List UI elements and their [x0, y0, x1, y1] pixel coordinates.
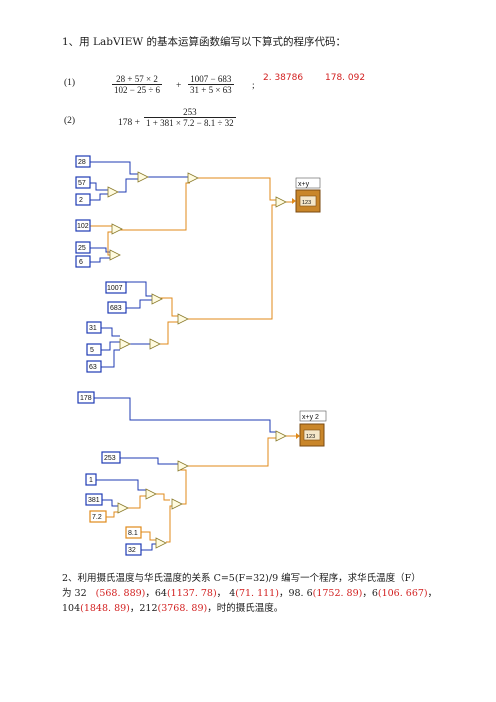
result-1: (568. 889): [95, 588, 146, 599]
add-node: [145, 488, 157, 500]
constant-253: 253: [104, 455, 116, 462]
question-2-line-2: 为 32 (568. 889)，64(1137. 78)， 4(71. 111)…: [62, 588, 438, 599]
indicator-label: x+y 2: [302, 414, 319, 421]
constant-1007: 1007: [107, 285, 123, 292]
constant-683: 683: [110, 305, 122, 312]
constant-31: 31: [89, 325, 97, 332]
answer-1: 2. 38786: [263, 73, 304, 83]
add-node: [275, 430, 287, 442]
fraction-1: 28 + 57 × 2 102 − 25 ÷ 6: [112, 74, 163, 95]
constant-381: 381: [88, 497, 100, 504]
add-node: [149, 338, 161, 350]
formula-2-lead: 178 +: [118, 118, 140, 128]
divide-node: [155, 537, 167, 549]
answer-2: 178. 092: [325, 73, 366, 83]
subtract-node: [171, 498, 183, 510]
multiply-node: [119, 338, 131, 350]
subtract-node: [111, 223, 123, 235]
semicolon: ;: [252, 81, 255, 91]
constant-6: 6: [79, 259, 83, 266]
subtract-node: [151, 293, 163, 305]
divide-node: [109, 249, 121, 261]
constant-5: 5: [90, 347, 94, 354]
constant-178: 178: [80, 395, 92, 402]
indicator-x-plus-y[interactable]: x+y 123: [292, 177, 321, 213]
fraction-3-numerator: 253: [183, 107, 197, 117]
constant-102: 102: [77, 223, 89, 230]
fraction-2: 1007 − 683 31 + 5 × 63: [188, 74, 234, 95]
question-1-title: 1、用 LabVIEW 的基本运算函数编写以下算式的程序代码：: [62, 36, 346, 48]
indicator-value: 123: [306, 434, 315, 440]
fraction-1-numerator: 28 + 57 × 2: [116, 74, 158, 84]
indicator-x-plus-y-2[interactable]: x+y 2 123: [296, 410, 327, 447]
constant-7-2: 7.2: [92, 514, 102, 521]
fraction-3: 253 1 + 381 × 7.2 − 8.1 ÷ 32: [144, 107, 236, 128]
plus-sign: +: [176, 81, 182, 91]
constant-28: 28: [78, 159, 86, 166]
add-node: [137, 171, 149, 183]
indicator-label: x+y: [298, 181, 310, 188]
add-node: [275, 196, 287, 208]
result-2: (1137. 78): [166, 588, 217, 599]
result-5: (106. 667): [377, 588, 428, 599]
divide-node: [177, 313, 189, 325]
constant-1: 1: [89, 477, 93, 484]
result-3: (71. 111): [235, 588, 279, 599]
question-2-line-1: 2、利用摄氏温度与华氏温度的关系 C=5(F=32)/9 编写一个程序，求华氏温…: [62, 573, 421, 584]
constant-57: 57: [78, 180, 86, 187]
question-2-line-3: 104(1848. 89)，212(3768. 89)，时的摄氏温度。: [62, 603, 284, 614]
indicator-value: 123: [302, 200, 311, 206]
fraction-2-denominator: 31 + 5 × 63: [190, 85, 232, 95]
constant-8-1: 8.1: [128, 530, 138, 537]
constant-25: 25: [78, 245, 86, 252]
constants-diagram-2: 178 253 1 381 7.2 8.1 32: [77, 391, 142, 556]
question-2: 2、利用摄氏温度与华氏温度的关系 C=5(F=32)/9 编写一个程序，求华氏温…: [62, 571, 462, 616]
multiply-node: [117, 502, 129, 514]
constant-32: 32: [128, 547, 136, 554]
fraction-2-numerator: 1007 − 683: [190, 74, 232, 84]
result-6: (1848. 89): [80, 603, 130, 614]
constant-63: 63: [89, 364, 97, 371]
divide-node: [187, 172, 199, 184]
formula-1-label: (1): [64, 78, 76, 88]
constants-diagram-1: 28 57 2 102 25 6 1007 683 31 5 63: [75, 155, 127, 373]
result-4: (1752. 89): [312, 588, 363, 599]
multiply-node: [107, 186, 119, 198]
fraction-3-denominator: 1 + 381 × 7.2 − 8.1 ÷ 32: [146, 118, 234, 128]
formula-2-label: (2): [64, 116, 76, 126]
constant-2: 2: [79, 197, 83, 204]
fraction-1-denominator: 102 − 25 ÷ 6: [114, 85, 161, 95]
result-7: (3768. 89): [157, 603, 208, 614]
